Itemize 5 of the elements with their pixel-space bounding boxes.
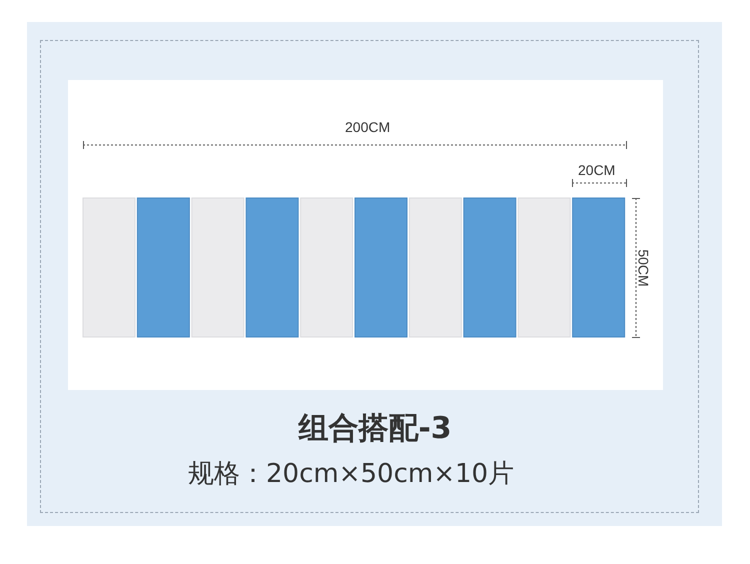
spec-text: 规格：20cm×50cm×10片 bbox=[188, 458, 514, 491]
dimension-label: 50CM bbox=[636, 249, 652, 287]
dimension-label: 20CM bbox=[578, 162, 616, 178]
dimension-label: 200CM bbox=[345, 119, 390, 135]
heading: 组合搭配-3 bbox=[298, 411, 452, 446]
